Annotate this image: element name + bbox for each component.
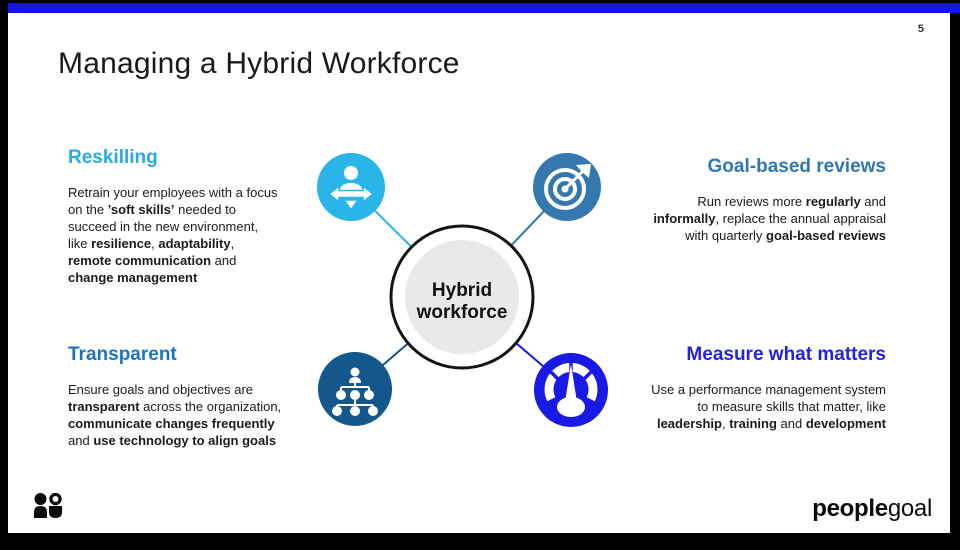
section-measure-what-matters: Measure what matters Use a performance m…: [648, 344, 886, 432]
page-number: 5: [917, 23, 924, 35]
section-reskilling: Reskilling Retrain your employees with a…: [68, 147, 280, 286]
org-chart-icon: [318, 352, 392, 426]
page-title: Managing a Hybrid Workforce: [58, 47, 460, 80]
center-label-line2: workforce: [416, 302, 508, 323]
center-circle-fill: [405, 240, 519, 354]
goal-based-reviews-heading: Goal-based reviews: [707, 156, 886, 177]
wordmark-people: people: [812, 495, 888, 522]
section-goal-based-reviews: Goal-based reviews Run reviews more regu…: [648, 156, 886, 244]
transparent-heading: Transparent: [68, 344, 177, 365]
target-icon: [533, 153, 601, 221]
goal-based-reviews-body: Run reviews more regularly and informall…: [653, 194, 886, 243]
top-accent-bar: [8, 3, 960, 13]
measure-what-matters-heading: Measure what matters: [686, 344, 886, 365]
diagram-canvas: Hybrid workforce: [317, 153, 608, 427]
reskilling-heading: Reskilling: [68, 147, 158, 168]
wordmark-goal: goal: [887, 495, 932, 522]
person-arrows-icon: [317, 153, 385, 221]
measure-what-matters-body: Use a performance management system to m…: [651, 382, 886, 431]
gauge-icon: [534, 353, 608, 427]
hybrid-workforce-diagram: Hybrid workforce: [308, 145, 618, 440]
reskilling-body: Retrain your employees with a focus on t…: [68, 185, 278, 285]
slide: 5 Managing a Hybrid Workforce Reskilling…: [8, 13, 950, 533]
section-transparent: Transparent Ensure goals and objectives …: [68, 344, 284, 449]
peoplegoal-wordmark: peoplegoal: [812, 495, 932, 523]
transparent-body: Ensure goals and objectives are transpar…: [68, 382, 282, 448]
center-label-line1: Hybrid: [432, 280, 492, 301]
peoplegoal-logo-mark: [34, 493, 62, 518]
